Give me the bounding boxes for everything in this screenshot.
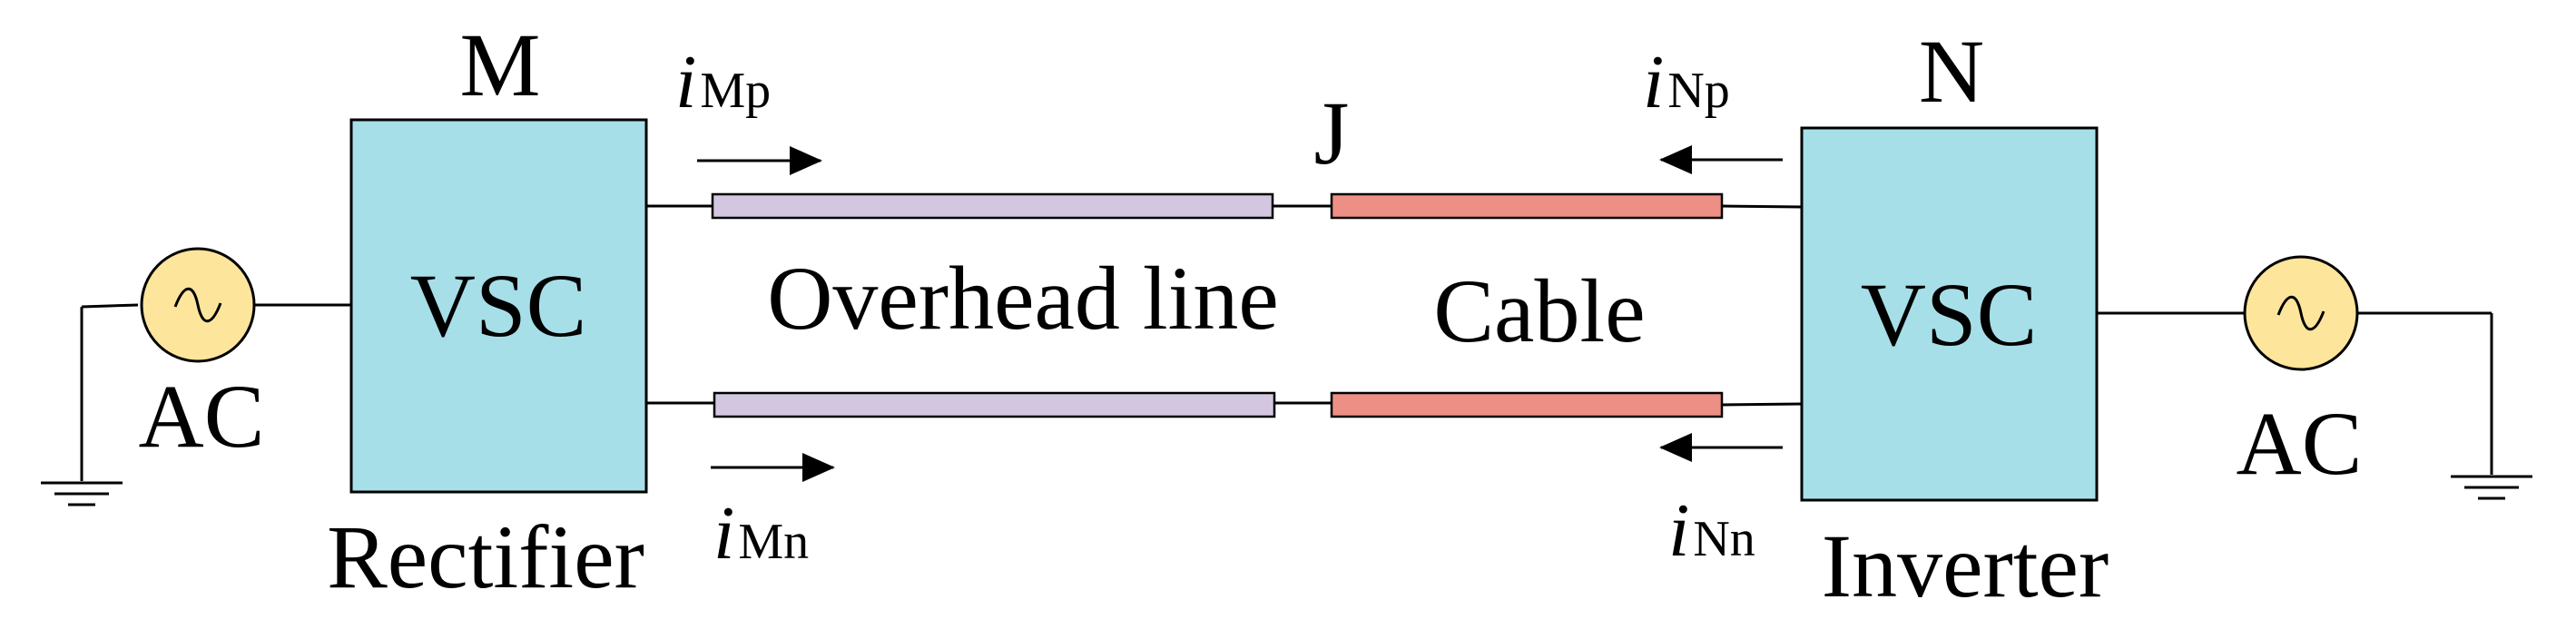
ac-source-left <box>140 247 256 363</box>
wire-ground-to-ac-left <box>81 303 139 309</box>
cable-label: Cable <box>1433 261 1645 361</box>
vsc-box-left <box>349 118 648 494</box>
ground-symbol-right <box>2451 313 2532 500</box>
ac-label-left: AC <box>139 366 265 467</box>
bus-label-n: N <box>1919 21 1984 122</box>
arrow-head-imp <box>790 146 822 175</box>
current-label-inn: iNn <box>1668 488 1755 573</box>
current-label-imn: iMn <box>713 491 809 575</box>
cable-negative <box>1330 391 1724 418</box>
ac-label-right: AC <box>2237 393 2363 494</box>
cable-positive <box>1330 192 1724 220</box>
current-label-imp: iMp <box>675 40 771 124</box>
rectifier-label: Rectifier <box>327 506 644 607</box>
inverter-label: Inverter <box>1822 516 2109 616</box>
arrow-head-inp <box>1659 145 1692 174</box>
vsc-label-right: VSC <box>1861 264 2038 365</box>
ground-symbol-left <box>41 307 123 506</box>
conductor-wires <box>646 204 1803 407</box>
sine-wave-icon <box>173 287 222 323</box>
arrow-head-imn <box>802 453 835 482</box>
junction-label: J <box>1314 83 1350 183</box>
current-label-inp: iNp <box>1643 40 1730 124</box>
overhead-line-positive <box>711 192 1274 220</box>
ac-source-right <box>2243 255 2359 371</box>
vsc-box-right <box>1800 126 2099 502</box>
vsc-label-left: VSC <box>410 255 587 356</box>
overhead-line-negative <box>713 391 1276 418</box>
bus-label-m: M <box>460 15 541 115</box>
overhead-line-label: Overhead line <box>767 248 1279 349</box>
sine-wave-icon <box>2276 295 2325 331</box>
arrow-head-inn <box>1659 433 1692 462</box>
